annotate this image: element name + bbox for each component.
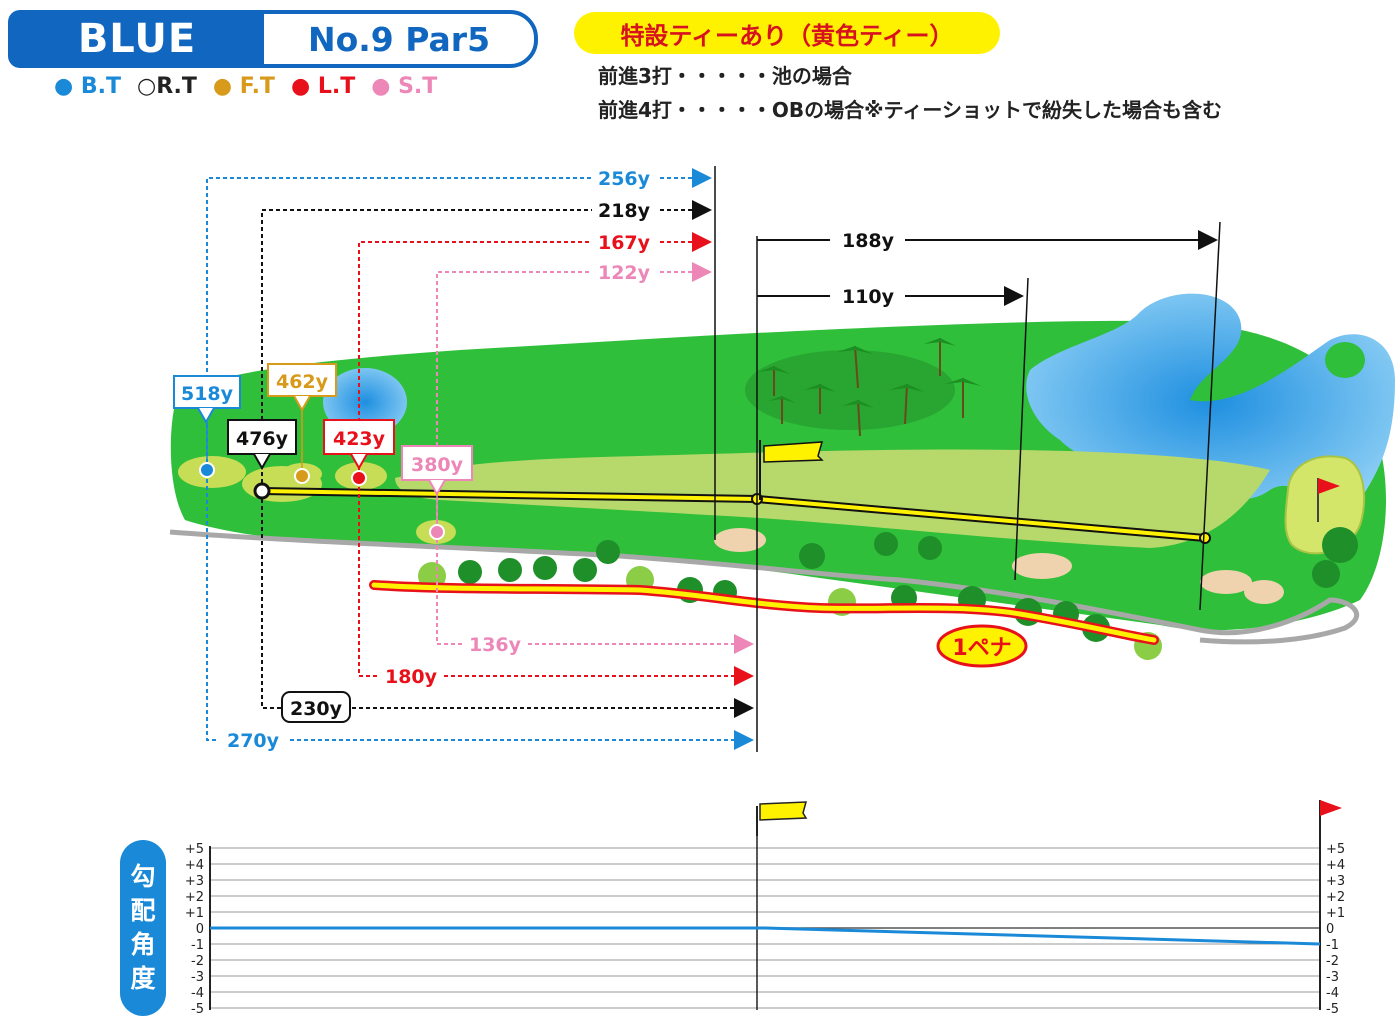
slope-tick-label: +5 xyxy=(185,842,204,857)
slope-title-char: 配 xyxy=(130,896,156,925)
slope-tick-label: -2 xyxy=(191,954,204,969)
pin-flag-icon xyxy=(1317,478,1340,522)
slope-tick-label: -4 xyxy=(191,986,204,1001)
dist-bot-black-box xyxy=(281,691,351,723)
tee-legend-blue: ● B.T xyxy=(54,74,121,99)
guide-top-blue: 256y xyxy=(206,168,712,470)
slope-tick-label: +1 xyxy=(185,906,204,921)
slope-tick-label: +3 xyxy=(1326,874,1345,889)
cart-path xyxy=(169,529,1360,645)
tee-legend-front: ● F.T xyxy=(212,74,275,99)
guide-bot-pink: 136y xyxy=(436,532,754,656)
special-tee-badge: 特設ティーあり（黄色ティー） xyxy=(574,12,1000,54)
slope-tick-label: +5 xyxy=(1326,842,1345,857)
slope-line xyxy=(210,926,1321,946)
guide-top-red: 167y xyxy=(358,232,712,478)
slope-tick-label: 0 xyxy=(196,922,204,937)
slope-tick-label: -5 xyxy=(1326,1002,1339,1017)
slope-title-char: 勾 xyxy=(130,862,156,891)
slope-tick-label: -4 xyxy=(1326,986,1339,1001)
dist-right-188: 188y xyxy=(842,230,895,252)
rule-ob: 前進4打・・・・・OBの場合※ティーショットで紛失した場合も含む xyxy=(598,98,1223,122)
tee-marker-blue: 518y xyxy=(173,375,241,478)
bunker-2 xyxy=(1012,553,1072,579)
slope-title-char: 度 xyxy=(130,964,156,993)
guide-top-pink: 122y xyxy=(436,262,712,530)
tee-marker-red: 423y xyxy=(323,419,395,486)
guide-right-188: 188y xyxy=(757,230,1218,252)
tee-legend-ladies: ● L.T xyxy=(290,74,356,99)
dist-top-pink: 122y xyxy=(598,262,651,284)
penalty-line-inner xyxy=(371,582,1157,643)
slope-chart: +5+4+3+2+10-1-2-3-4-5 +5+4+3+2+10-1-2-3-… xyxy=(185,800,1345,1017)
dist-bot-pink: 136y xyxy=(469,634,522,656)
slope-title-char: 角 xyxy=(130,930,156,959)
tee-marker-pink: 380y xyxy=(401,445,473,540)
guide-bot-black: 230y xyxy=(261,492,754,723)
ref-line-110 xyxy=(1014,277,1029,581)
slope-tick-label: -1 xyxy=(191,938,204,953)
ref-line-188 xyxy=(1199,221,1221,611)
yardage-blue: 518y xyxy=(181,383,234,405)
slope-tick-label: +2 xyxy=(1326,890,1345,905)
tee-marker-black: 476y xyxy=(227,419,297,500)
slope-tick-label: -3 xyxy=(1326,970,1339,985)
dist-right-110: 110y xyxy=(842,286,895,308)
guide-top-black: 218y xyxy=(261,200,712,490)
green-marker xyxy=(1199,532,1211,544)
yardage-red: 423y xyxy=(333,428,386,450)
tee-color-label: BLUE xyxy=(8,10,266,68)
pond-island xyxy=(1325,342,1365,378)
guide-bot-red: 180y xyxy=(358,480,754,688)
tee-legend-senior: ● S.T xyxy=(371,74,438,99)
guide-right-110: 110y xyxy=(757,286,1024,308)
bunker-1 xyxy=(714,528,766,552)
dist-top-blue: 256y xyxy=(598,168,651,190)
slope-tick-label: +4 xyxy=(1326,858,1345,873)
slope-tick-label: -1 xyxy=(1326,938,1339,953)
slope-tick-label: +3 xyxy=(185,874,204,889)
hole-header: BLUE No.9 Par5 xyxy=(8,10,538,68)
yardage-black: 476y xyxy=(236,428,289,450)
slope-ip-flag-icon xyxy=(756,801,808,836)
slope-pin-flag-icon xyxy=(1319,800,1342,836)
slope-tick-label: -2 xyxy=(1326,954,1339,969)
slope-ticks-left: +5+4+3+2+10-1-2-3-4-5 xyxy=(185,842,204,1017)
dist-top-black: 218y xyxy=(598,200,651,222)
slope-tick-label: 0 xyxy=(1326,922,1334,937)
guide-bot-blue: 270y xyxy=(206,472,754,752)
slope-tick-label: -3 xyxy=(191,970,204,985)
dist-top-red: 167y xyxy=(598,232,651,254)
bunker-3 xyxy=(1200,570,1252,594)
rule-pond: 前進3打・・・・・池の場合 xyxy=(598,64,852,88)
slope-tick-label: +2 xyxy=(185,890,204,905)
slope-tick-label: -5 xyxy=(191,1002,204,1017)
penalty-label: 1ペナ xyxy=(952,636,1011,661)
hole-number-par: No.9 Par5 xyxy=(260,10,538,68)
tee-legend: ● B.T ○R.T ● F.T ● L.T ● S.T xyxy=(54,74,437,99)
slope-grid xyxy=(210,847,1320,1009)
slope-title: 勾 配 角 度 xyxy=(120,840,166,1016)
special-tee-flag-icon xyxy=(759,440,824,500)
yardage-gold: 462y xyxy=(276,371,329,393)
palm-trees xyxy=(745,338,981,437)
tee-legend-regular: ○R.T xyxy=(137,74,197,99)
slope-tick-label: +4 xyxy=(185,858,204,873)
dist-bot-black: 230y xyxy=(290,698,343,720)
dist-bot-red: 180y xyxy=(385,666,438,688)
dist-bot-blue: 270y xyxy=(227,730,280,752)
slope-tick-label: +1 xyxy=(1326,906,1345,921)
slope-ticks-right: +5+4+3+2+10-1-2-3-4-5 xyxy=(1326,842,1345,1017)
bunker-4 xyxy=(1244,580,1284,604)
yardage-pink: 380y xyxy=(411,454,464,476)
tee-marker-gold: 462y xyxy=(267,363,337,484)
penalty-badge: 1ペナ xyxy=(936,624,1028,668)
